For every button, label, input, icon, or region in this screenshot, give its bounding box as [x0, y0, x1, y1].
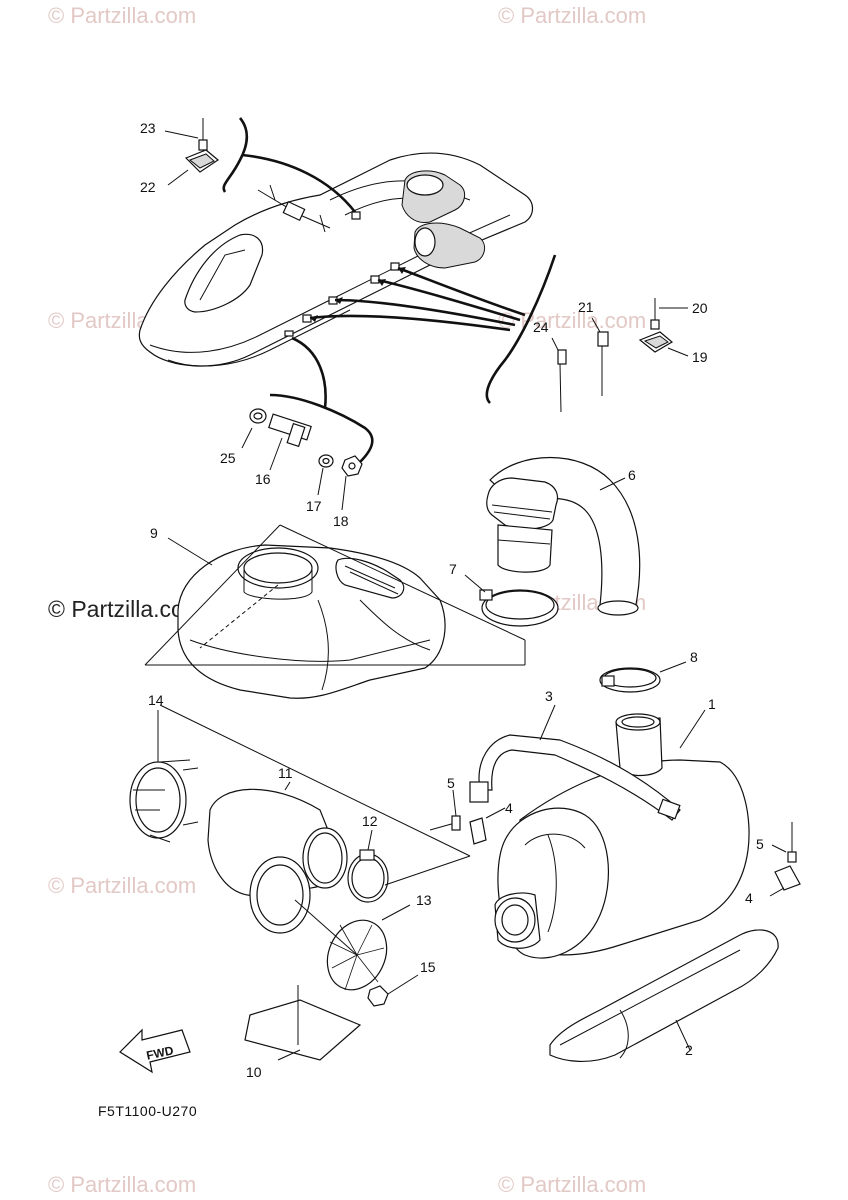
callout-15: 15 [420, 959, 436, 975]
callout-24: 24 [533, 319, 549, 335]
part-9-chamber [144, 524, 526, 699]
watercraft-illustration [138, 117, 557, 409]
callout-3: 3 [545, 688, 553, 704]
callout-19: 19 [692, 349, 708, 365]
callout-23: 23 [140, 120, 156, 136]
callout-8: 8 [690, 649, 698, 665]
part-15-nut [367, 974, 419, 1007]
callout-20: 20 [692, 300, 708, 316]
watermark: © Partzilla.com [48, 3, 197, 28]
part-14-ring [129, 704, 471, 857]
watermark: © Partzilla.com [48, 873, 197, 898]
part-19-24 [551, 298, 689, 413]
diagram-code: F5T1100-U270 [98, 1103, 198, 1119]
callout-21: 21 [578, 299, 594, 315]
part-11-inlet [207, 781, 348, 934]
callout-10: 10 [246, 1064, 262, 1080]
callout-6: 6 [628, 467, 636, 483]
part-16-18-25 [241, 393, 374, 511]
watermark-main: © Partzilla.com [48, 596, 203, 622]
callout-7: 7 [449, 561, 457, 577]
part-13-grate [294, 899, 411, 991]
callout-13: 13 [416, 892, 432, 908]
part-7-clamp [464, 574, 559, 627]
callout-5b: 5 [756, 836, 764, 852]
fwd-arrow-icon: FWD [119, 1028, 191, 1074]
callout-2: 2 [685, 1042, 693, 1058]
callout-14: 14 [148, 692, 164, 708]
callout-17: 17 [306, 498, 322, 514]
callout-4: 4 [505, 800, 513, 816]
part-6-elbow-pipe [486, 457, 641, 616]
watermark: © Partzilla.com [498, 3, 647, 28]
part-4-5-fasteners [429, 789, 801, 897]
callout-5: 5 [447, 775, 455, 791]
callout-22: 22 [140, 179, 156, 195]
callout-9: 9 [150, 525, 158, 541]
watermark: © Partzilla.com [498, 1172, 647, 1197]
part-10-pad [244, 985, 362, 1061]
callout-16: 16 [255, 471, 271, 487]
callout-25: 25 [220, 450, 236, 466]
callout-4b: 4 [745, 890, 753, 906]
callouts: 23 22 21 20 24 19 25 16 6 17 18 9 7 8 3 … [140, 120, 764, 1080]
callout-11: 11 [278, 765, 293, 781]
callout-1: 1 [708, 696, 716, 712]
part-22-23 [164, 118, 220, 186]
part-8-clamp [599, 661, 687, 693]
part-2-guard [549, 929, 779, 1063]
watermark: © Partzilla.com [48, 1172, 197, 1197]
part-12-clamp [347, 829, 471, 903]
callout-18: 18 [333, 513, 349, 529]
fwd-label: FWD [145, 1043, 175, 1062]
part-1-muffler [469, 704, 750, 959]
callout-12: 12 [362, 813, 378, 829]
